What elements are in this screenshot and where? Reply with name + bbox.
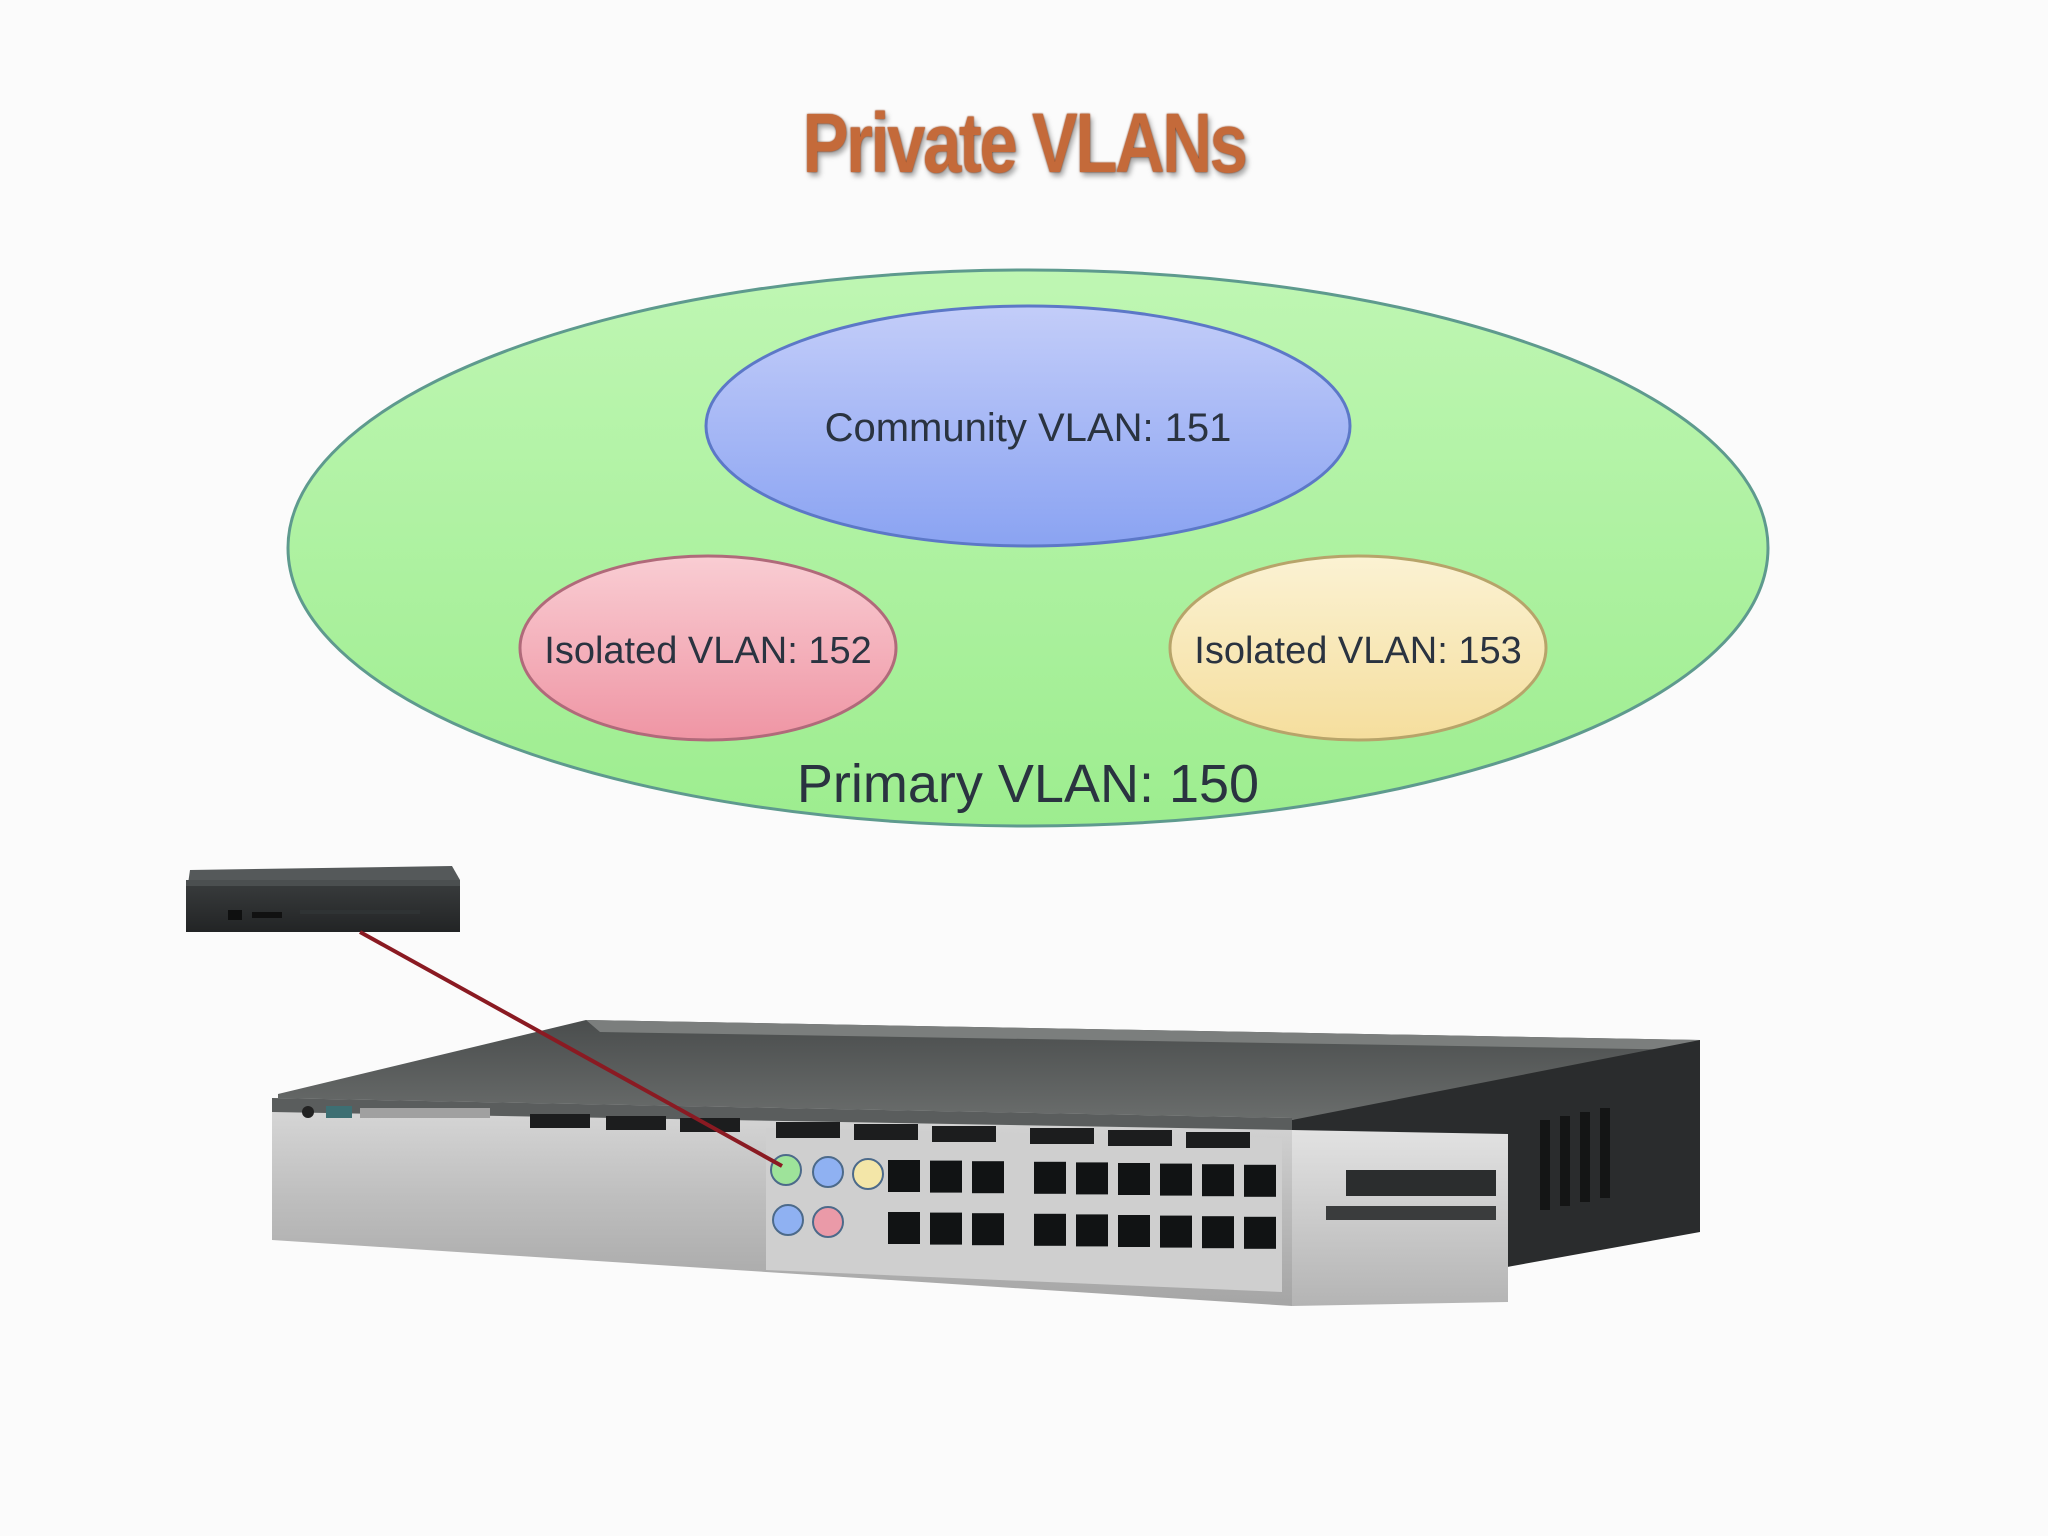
ethernet-port [972, 1213, 1004, 1246]
router-switch-cable [359, 930, 783, 1168]
switch-device [272, 1020, 1700, 1306]
port-marker-community [772, 1204, 804, 1236]
ethernet-port [1076, 1214, 1108, 1247]
port-vlan-markers [770, 1154, 884, 1238]
ethernet-port [1160, 1215, 1192, 1248]
ethernet-port [1076, 1162, 1108, 1195]
ethernet-port [1118, 1163, 1150, 1195]
switch-ports [888, 1160, 1276, 1249]
ethernet-port [1244, 1216, 1276, 1249]
ethernet-port [1034, 1161, 1066, 1194]
community-vlan-ellipse [704, 304, 1352, 548]
ethernet-port [1202, 1164, 1234, 1197]
port-marker-community [812, 1156, 844, 1188]
port-marker-primary [770, 1154, 802, 1186]
isolated-vlan-153-ellipse [1168, 554, 1548, 742]
port-marker-isolated_a [812, 1206, 844, 1238]
community-vlan-label: Community VLAN: 151 [825, 406, 1232, 450]
ethernet-port [1244, 1164, 1276, 1197]
ethernet-port [1202, 1216, 1234, 1249]
ethernet-port [930, 1212, 962, 1245]
ethernet-port [1034, 1213, 1066, 1246]
slide-title: Private VLANs [802, 96, 1248, 190]
ethernet-port [1160, 1163, 1192, 1196]
router-device [186, 866, 460, 932]
ethernet-port [888, 1212, 920, 1244]
isolated-vlan-152-label: Isolated VLAN: 152 [544, 630, 871, 672]
isolated-vlan-153-label: Isolated VLAN: 153 [1194, 630, 1521, 672]
port-marker-isolated_b [852, 1158, 884, 1190]
ethernet-port [972, 1161, 1004, 1194]
ethernet-port [1118, 1215, 1150, 1247]
primary-vlan-label: Primary VLAN: 150 [797, 754, 1259, 814]
isolated-vlan-152-ellipse [518, 554, 898, 742]
ethernet-port [930, 1160, 962, 1193]
ethernet-port [888, 1160, 920, 1192]
